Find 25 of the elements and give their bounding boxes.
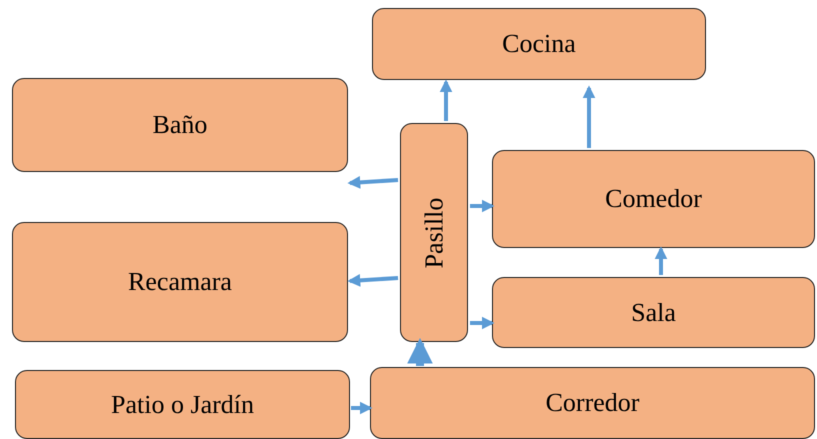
room-box xyxy=(492,150,815,248)
arrow xyxy=(470,316,495,330)
arrow xyxy=(347,274,398,287)
room-label: Comedor xyxy=(605,184,702,214)
arrow xyxy=(440,79,452,121)
room-label: Corredor xyxy=(546,388,640,418)
room-label: Pasillo xyxy=(419,197,449,268)
arrow xyxy=(582,85,596,148)
room-label: Patio o Jardín xyxy=(111,390,254,420)
arrow xyxy=(347,176,398,189)
room-box xyxy=(492,277,815,348)
room-label: Recamara xyxy=(128,267,232,297)
room-label: Baño xyxy=(152,110,208,140)
room-label: Sala xyxy=(631,298,676,328)
arrow xyxy=(470,200,495,212)
arrow xyxy=(351,402,373,414)
room-box xyxy=(15,370,350,439)
room-box xyxy=(12,222,348,342)
room-box xyxy=(400,123,468,342)
room-box xyxy=(12,78,348,172)
room-label: Cocina xyxy=(502,29,576,59)
arrow xyxy=(407,338,433,366)
room-box xyxy=(372,8,706,80)
room-box xyxy=(370,367,815,439)
arrow xyxy=(654,246,668,275)
